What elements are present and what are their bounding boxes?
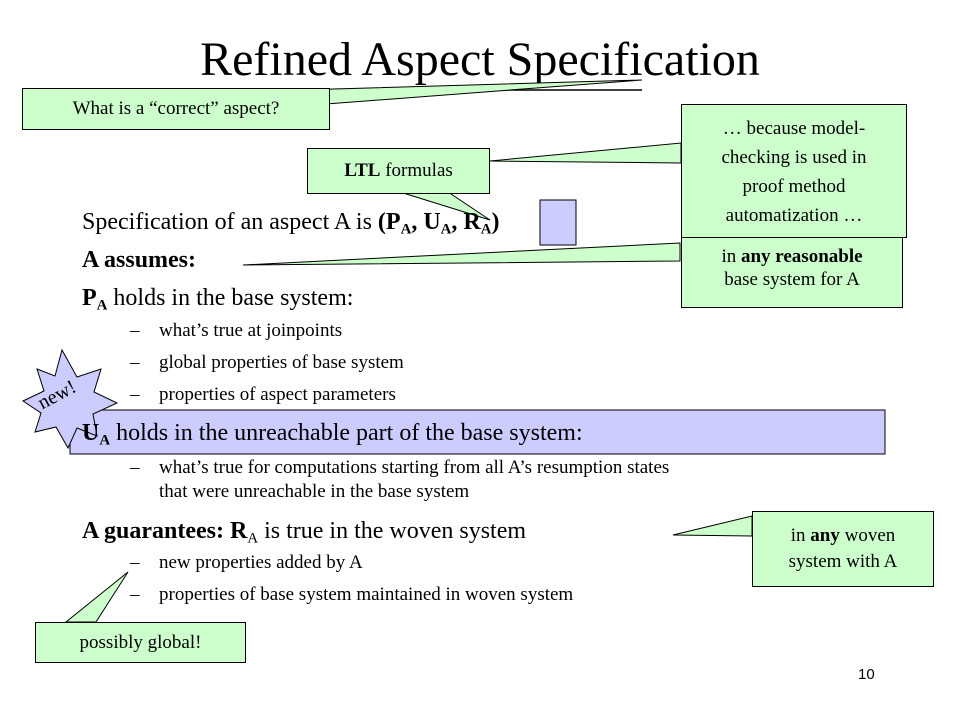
pa-item-1: what’s true at joinpoints xyxy=(159,320,343,341)
spec-p-sub: A xyxy=(400,221,412,238)
ltl-callout: LTL formulas xyxy=(307,148,490,194)
new-burst xyxy=(21,348,119,450)
model-check-line-1: … because model- xyxy=(722,118,866,139)
woven-bold: any xyxy=(810,525,840,546)
model-checking-callout: … because model- checking is used in pro… xyxy=(681,104,907,238)
correct-aspect-text: What is a “correct” aspect? xyxy=(72,98,280,119)
pa-line: PA holds in the base system: xyxy=(82,282,353,321)
guar-rest: is true in the woven system xyxy=(258,518,527,544)
ua-line: UA holds in the unreachable part of the … xyxy=(82,417,583,456)
pa-p: P xyxy=(82,285,97,311)
guar-dash-2: – xyxy=(130,584,140,605)
modelcheck-callout-tail xyxy=(489,142,682,164)
guar-item-1: new properties added by A xyxy=(159,552,363,573)
assumes-heading: A assumes: xyxy=(82,247,197,273)
spec-line: Specification of an aspect A is (PA, UA,… xyxy=(82,206,500,245)
model-check-line-3: proof method xyxy=(742,176,846,197)
ua-highlight-small xyxy=(539,199,577,246)
reasonable-base-callout: in any reasonable base system for A xyxy=(681,233,903,308)
spec-r-sub: A xyxy=(480,221,492,238)
spec-p: (P xyxy=(377,209,401,235)
woven-system-callout: in any woven system with A xyxy=(752,511,934,587)
pa-item-3: properties of aspect parameters xyxy=(159,384,396,405)
reasonable-callout-tail xyxy=(242,242,681,266)
slide-title: Refined Aspect Specification xyxy=(200,33,760,86)
reasonable-bold: any reasonable xyxy=(740,246,863,267)
pa-item-2: global properties of base system xyxy=(159,352,404,373)
spec-close: ) xyxy=(491,209,500,235)
ua-rest: holds in the unreachable part of the bas… xyxy=(110,420,583,446)
spec-r: , R xyxy=(451,209,481,235)
reasonable-pre: in xyxy=(721,246,741,267)
pa-dash-1: – xyxy=(130,320,140,341)
ua-dash: – xyxy=(130,457,140,478)
woven-pre: in xyxy=(790,525,811,546)
woven-line-2: system with A xyxy=(788,551,898,572)
ua-highlight-bar xyxy=(69,409,886,455)
ua-u: U xyxy=(82,420,100,446)
woven-callout-tail xyxy=(672,515,753,537)
correct-aspect-callout: What is a “correct” aspect? xyxy=(22,88,330,130)
pa-dash-2: – xyxy=(130,352,140,373)
ltl-rest: formulas xyxy=(380,160,453,181)
ua-item-line-1: what’s true for computations starting fr… xyxy=(159,457,670,478)
pa-dash-3: – xyxy=(130,384,140,405)
woven-post: woven xyxy=(839,525,896,546)
correct-callout-tail xyxy=(298,79,643,105)
possibly-global-callout: possibly global! xyxy=(35,622,246,663)
spec-u-sub: A xyxy=(440,221,452,238)
guar-bold: A guarantees: R xyxy=(82,518,248,544)
guar-dash-1: – xyxy=(130,552,140,573)
spec-u: , U xyxy=(411,209,441,235)
model-check-line-4: automatization … xyxy=(725,205,863,226)
guar-item-2: properties of base system maintained in … xyxy=(159,584,574,605)
ua-sub: A xyxy=(99,432,111,449)
slide-number: 10 xyxy=(858,666,875,683)
pa-rest: holds in the base system: xyxy=(107,285,354,311)
pa-sub: A xyxy=(96,297,108,314)
spec-text: Specification of an aspect A is xyxy=(82,209,378,235)
possibly-global-text: possibly global! xyxy=(79,632,202,653)
model-check-line-2: checking is used in xyxy=(721,147,867,168)
ua-item-line-2: that were unreachable in the base system xyxy=(159,481,470,502)
ltl-bold: LTL xyxy=(344,160,381,181)
guarantees-line: A guarantees: RA is true in the woven sy… xyxy=(82,515,526,554)
reasonable-line-2: base system for A xyxy=(724,269,860,290)
global-callout-tail xyxy=(64,571,129,623)
guar-sub: A xyxy=(247,530,259,547)
